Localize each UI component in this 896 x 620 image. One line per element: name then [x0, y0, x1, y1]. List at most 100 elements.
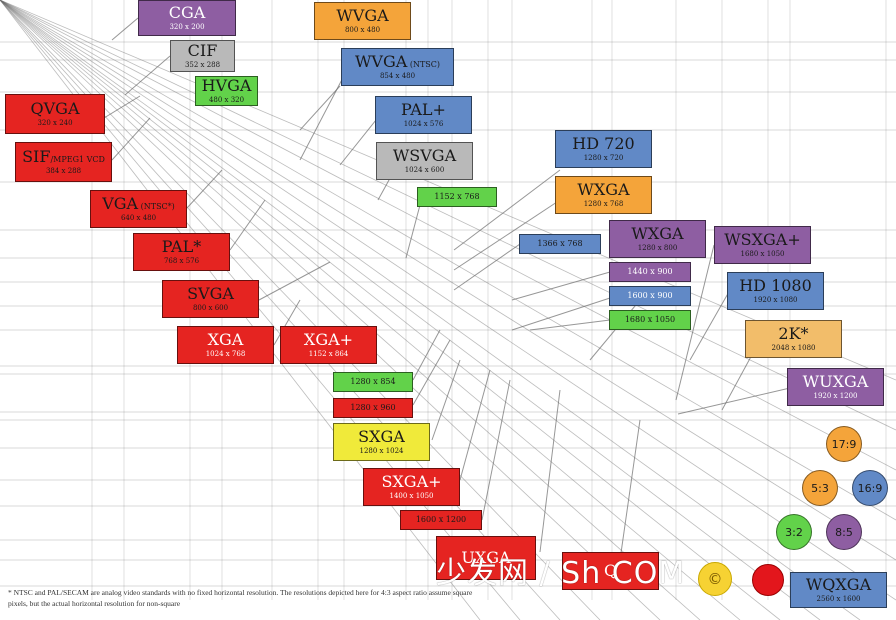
resolution-name-text: XGA+: [303, 330, 354, 349]
resolution-name-text: WQXGA: [805, 575, 872, 594]
resolution-box-wsxgaplus: WSXGA+1680 x 1050: [714, 226, 811, 264]
leader-line: [453, 199, 561, 271]
leader-line: [258, 261, 331, 301]
leader-line: [186, 169, 223, 209]
leader-line: [103, 95, 141, 119]
resolution-value: 1600 x 1200: [415, 515, 467, 524]
resolution-box-g1680: 1680 x 1050: [609, 310, 691, 330]
resolution-value: 2048 x 1080: [771, 344, 816, 352]
ratio-ray: [0, 0, 741, 620]
ratio-ray: [0, 0, 896, 471]
resolution-box-b1600: 1600 x 900: [609, 286, 691, 306]
leader-line: [111, 117, 151, 161]
leader-lines: [103, 17, 791, 561]
resolution-value: 1680 x 1050: [740, 250, 785, 258]
leader-line: [431, 359, 461, 441]
resolution-value: 1280 x 1024: [359, 447, 404, 455]
resolution-name: XGA+: [304, 332, 353, 348]
resolution-name-text: VGA: [102, 194, 139, 213]
watermark-red-icon: [752, 564, 784, 596]
resolution-box-wvga1: WVGA 800 x 480: [314, 2, 411, 40]
leader-line: [405, 204, 421, 259]
watermark-text: 少发网 / Sh COM: [436, 556, 686, 591]
resolution-name: VGA (NTSC*): [102, 196, 175, 212]
resolution-value: 854 x 480: [379, 72, 416, 80]
resolution-name-text: HD 720: [572, 134, 635, 153]
resolution-box-sxgaplus: SXGA+ 1400 x 1050: [363, 468, 460, 506]
aspect-ratio-r32: 3:2: [776, 514, 812, 550]
resolution-value: 320 x 240: [37, 119, 73, 127]
resolution-name-text: SXGA: [358, 427, 405, 446]
resolution-name: HD 1080: [739, 278, 812, 294]
resolution-name: 2K*: [778, 326, 808, 342]
leader-line: [539, 389, 561, 553]
resolution-box-hd1080: HD 1080 1920 x 1080: [727, 272, 824, 310]
resolution-name: SIF/MPEG1 VCD: [22, 149, 105, 165]
resolution-box-qvga: QVGA 320 x 240: [5, 94, 105, 134]
leader-line: [677, 387, 791, 415]
leader-line: [124, 55, 171, 96]
resolution-value: 1920 x 1080: [753, 296, 798, 304]
leader-line: [459, 369, 491, 481]
resolution-value: 1280 x 720: [583, 154, 624, 162]
resolution-name: WVGA: [336, 8, 388, 24]
resolution-value: 352 x 288: [184, 61, 221, 69]
resolution-box-hd720: HD 720 1280 x 720: [555, 130, 652, 168]
watermark-logo-icon: ©: [698, 562, 732, 596]
ratio-ray: [0, 0, 601, 620]
resolution-value: 1400 x 1050: [389, 492, 434, 500]
resolution-value: 640 x 480: [120, 214, 157, 222]
resolution-value: 1920 x 1200: [813, 392, 858, 400]
leader-line: [511, 297, 611, 331]
resolution-box-g1152: 1152 x 768: [417, 187, 497, 207]
resolution-name-suffix: (NTSC): [407, 60, 441, 69]
resolution-name-suffix: (NTSC*): [138, 202, 175, 211]
resolution-value: 1024 x 768: [205, 350, 246, 358]
resolution-name: HD 720: [572, 136, 634, 152]
aspect-ratio-r169: 16:9: [852, 470, 888, 506]
resolution-value: 1024 x 600: [404, 166, 445, 174]
aspect-ratio-r85: 8:5: [826, 514, 862, 550]
resolution-name: SXGA+: [381, 474, 441, 490]
resolution-name: WXGA: [577, 182, 629, 198]
resolution-name-text: 2K*: [778, 324, 809, 343]
resolution-name-text: HVGA: [201, 76, 252, 95]
resolution-name: WVGA (NTSC): [355, 54, 440, 70]
resolution-box-k2: 2K* 2048 x 1080: [745, 320, 842, 358]
resolution-box-uxga: UXGA: [436, 536, 536, 580]
leader-line: [481, 379, 511, 521]
resolution-name-text: WXGA: [577, 180, 630, 199]
resolution-name: QVGA: [30, 101, 79, 117]
resolution-value: 320 x 200: [169, 23, 205, 31]
resolution-name: PAL+: [401, 102, 446, 118]
resolution-box-g1280: 1280 x 854: [333, 372, 413, 392]
resolution-name: WQXGA: [806, 577, 871, 593]
resolution-name-text: PAL*: [161, 237, 202, 256]
resolution-name-text: CIF: [187, 41, 218, 60]
leader-line: [529, 319, 611, 331]
resolution-box-vga: VGA (NTSC*) 640 x 480: [90, 190, 187, 228]
resolution-value: 1440 x 900: [627, 267, 673, 276]
resolution-name: SVGA: [187, 286, 234, 302]
resolution-value: 2560 x 1600: [816, 595, 861, 603]
resolution-name: UXGA: [461, 550, 510, 566]
resolution-name-text: Q: [603, 561, 618, 580]
resolution-name-text: CGA: [168, 3, 206, 22]
leader-line: [229, 199, 266, 251]
leader-line: [453, 243, 521, 291]
leader-line: [273, 299, 301, 346]
ratio-ray: [0, 0, 781, 620]
resolution-box-r1600: 1600 x 1200: [400, 510, 482, 530]
resolution-name-text: XGA: [207, 330, 244, 349]
resolution-value: 800 x 480: [344, 26, 381, 34]
leader-line: [453, 169, 561, 251]
resolution-name: PAL*: [162, 239, 201, 255]
